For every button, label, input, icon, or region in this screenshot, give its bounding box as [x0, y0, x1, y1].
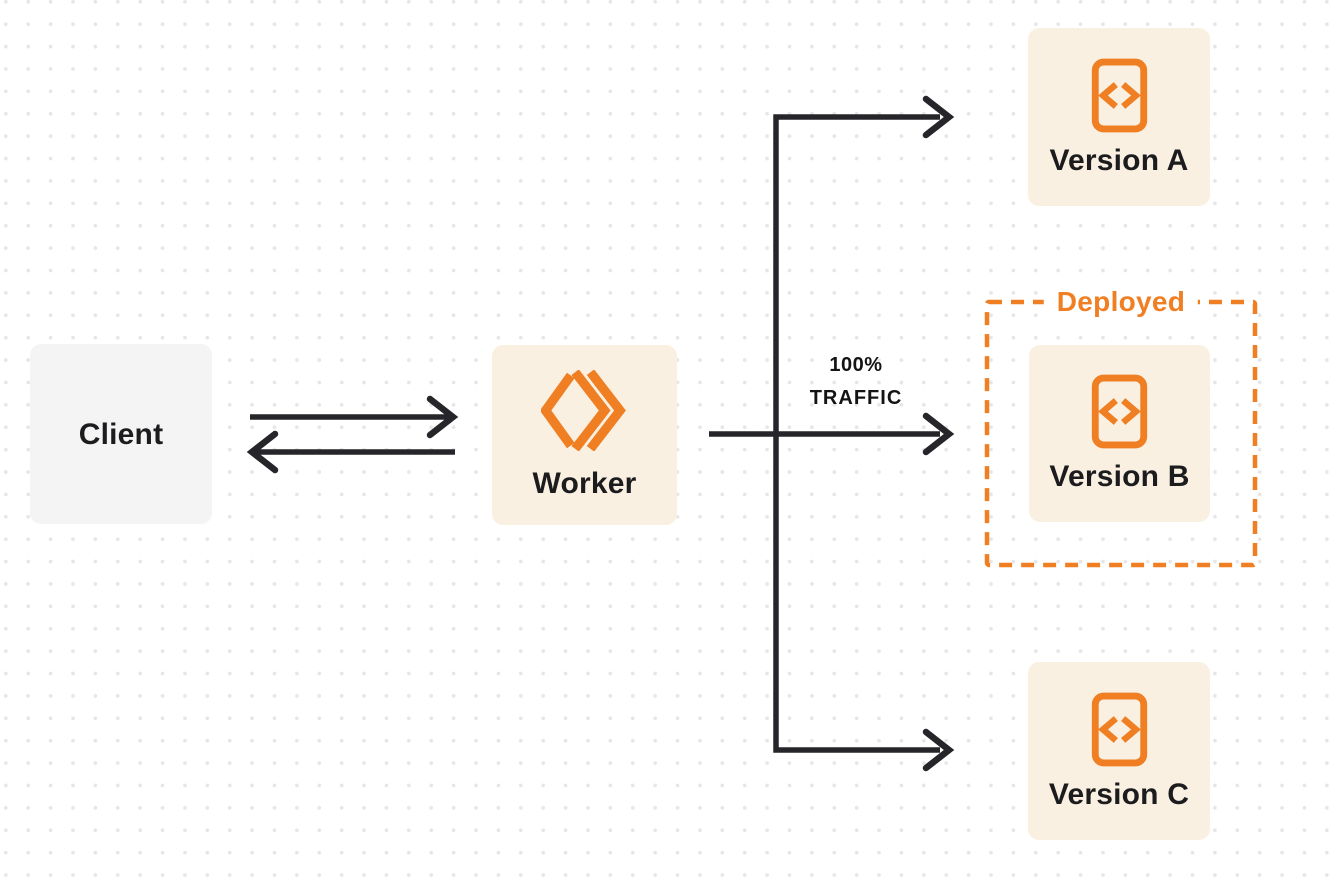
code-file-icon: [1091, 692, 1148, 767]
code-file-icon: [1091, 58, 1148, 133]
node-client: Client: [30, 344, 212, 524]
arrowhead-left-icon: [246, 430, 279, 474]
code-file-icon: [1091, 374, 1148, 449]
version-c-label: Version C: [1048, 777, 1190, 811]
version-a-label: Version A: [1049, 143, 1189, 177]
arrowhead-version-b-icon: [922, 412, 955, 456]
traffic-percent: 100%: [829, 354, 883, 376]
node-version-c: Version C: [1028, 662, 1210, 840]
client-label: Client: [78, 417, 164, 451]
workers-logo-icon: [540, 370, 629, 451]
worker-label: Worker: [532, 467, 637, 500]
version-b-label: Version B: [1049, 460, 1190, 493]
arrowhead-version-c-icon: [922, 728, 955, 772]
node-worker: Worker: [492, 345, 677, 525]
arrowhead-right-icon: [426, 395, 459, 439]
traffic-label: 100% TRAFFIC: [790, 349, 922, 415]
edge-branch-trunk: [773, 114, 940, 753]
traffic-word: TRAFFIC: [809, 387, 903, 409]
node-version-b: Version B: [1029, 345, 1210, 522]
arrowhead-version-a-icon: [922, 95, 955, 139]
deployed-label: Deployed: [1043, 284, 1199, 320]
node-version-a: Version A: [1028, 28, 1210, 206]
